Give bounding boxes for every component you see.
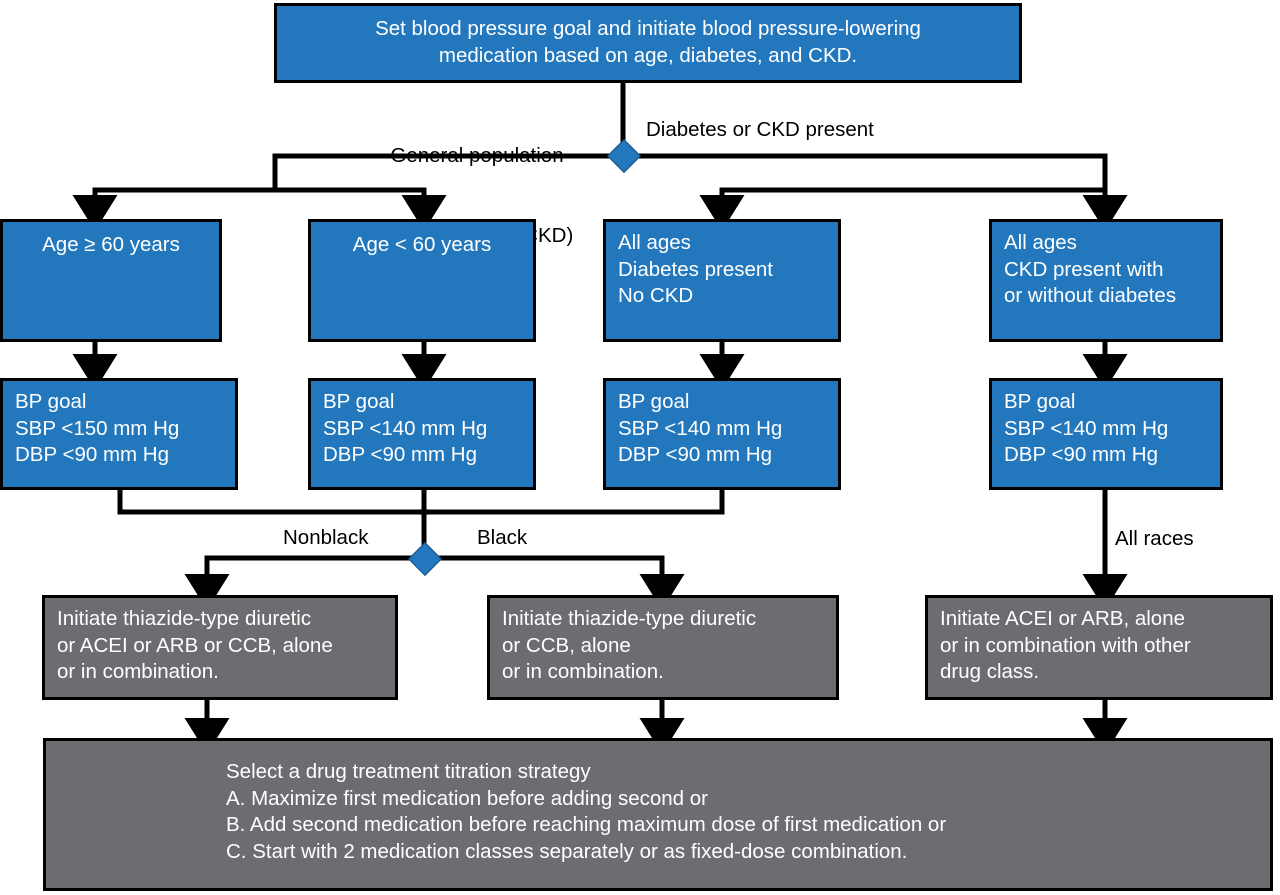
node-bp-goal-3[interactable]: BP goal SBP <140 mm Hg DBP <90 mm Hg (603, 378, 841, 490)
edge-label-diabetes-or-ckd: Diabetes or CKD present (646, 118, 874, 141)
node-all-ages-diabetes[interactable]: All ages Diabetes present No CKD (603, 219, 841, 342)
edge-dmckd-to-all-ages-diabetes (635, 153, 1108, 231)
node-rx-ckd-line-2: or in combination with other (940, 633, 1191, 657)
node-bp-goal-2-line-2: SBP <140 mm Hg (323, 416, 488, 440)
node-age-lt-60-line-1: Age < 60 years (352, 233, 492, 256)
edge-black-to-rx (436, 555, 685, 610)
node-titration-strategy-line-3: B. Add second medication before reaching… (226, 813, 947, 837)
node-titration-strategy-line-1: Select a drug treatment titration strate… (226, 760, 591, 783)
edge-nonblack-to-rx (184, 555, 412, 610)
node-rx-nonblack-line-3: or in combination. (57, 660, 219, 684)
node-bp-goal-4-line-3: DBP <90 mm Hg (1004, 443, 1159, 467)
node-all-ages-ckd-line-3: or without diabetes (1004, 284, 1177, 308)
node-age-ge-60-line-1: Age ≥ 60 years (42, 233, 180, 256)
node-bp-goal-3-line-1: BP goal (618, 390, 690, 413)
node-all-ages-diabetes-line-1: All ages (618, 231, 691, 254)
node-bp-goal-4-line-2: SBP <140 mm Hg (1004, 416, 1169, 440)
edge-label-general-population-line-1: General population (390, 144, 564, 168)
node-rx-ckd-line-1: Initiate ACEI or ARB, alone (940, 607, 1185, 630)
node-set-bp-goal-line-1: Set blood pressure goal and initiate blo… (375, 17, 921, 41)
node-rx-ckd-line-3: drug class. (940, 660, 1040, 684)
decision-diabetes-ckd-diamond[interactable] (607, 139, 641, 173)
node-bp-goal-4[interactable]: BP goal SBP <140 mm Hg DBP <90 mm Hg (989, 378, 1223, 490)
node-rx-black-line-3: or in combination. (502, 660, 664, 684)
edge-label-nonblack: Nonblack (283, 526, 369, 549)
edge-bp-merge-bar (117, 490, 725, 515)
node-all-ages-diabetes-line-3: No CKD (618, 284, 694, 308)
node-titration-strategy[interactable]: Select a drug treatment titration strate… (43, 738, 1273, 891)
node-bp-goal-4-line-1: BP goal (1004, 390, 1076, 413)
node-rx-black[interactable]: Initiate thiazide-type diuretic or CCB, … (487, 595, 839, 700)
node-bp-goal-1[interactable]: BP goal SBP <150 mm Hg DBP <90 mm Hg (0, 378, 238, 490)
node-bp-goal-2[interactable]: BP goal SBP <140 mm Hg DBP <90 mm Hg (308, 378, 536, 490)
node-age-ge-60[interactable]: Age ≥ 60 years (0, 219, 222, 342)
edge-label-all-races: All races (1115, 527, 1194, 550)
node-titration-strategy-line-4: C. Start with 2 medication classes separ… (226, 839, 908, 863)
node-set-bp-goal[interactable]: Set blood pressure goal and initiate blo… (274, 3, 1022, 83)
node-titration-strategy-line-2: A. Maximize first medication before addi… (226, 786, 708, 810)
node-rx-black-line-1: Initiate thiazide-type diuretic (502, 607, 757, 630)
node-rx-nonblack-line-1: Initiate thiazide-type diuretic (57, 607, 312, 630)
node-rx-ckd[interactable]: Initiate ACEI or ARB, alone or in combin… (925, 595, 1273, 700)
node-bp-goal-3-line-3: DBP <90 mm Hg (618, 443, 773, 467)
node-all-ages-ckd[interactable]: All ages CKD present with or without dia… (989, 219, 1223, 342)
node-all-ages-diabetes-line-2: Diabetes present (618, 257, 773, 281)
node-rx-nonblack-line-2: or ACEI or ARB or CCB, alone (57, 633, 333, 657)
node-bp-goal-1-line-3: DBP <90 mm Hg (15, 443, 170, 467)
node-bp-goal-1-line-1: BP goal (15, 390, 87, 413)
node-set-bp-goal-line-2: medication based on age, diabetes, and C… (438, 44, 858, 67)
node-bp-goal-2-line-1: BP goal (323, 390, 395, 413)
edge-label-black: Black (477, 526, 528, 549)
node-bp-goal-2-line-3: DBP <90 mm Hg (323, 443, 478, 467)
node-bp-goal-3-line-2: SBP <140 mm Hg (618, 416, 783, 440)
node-all-ages-ckd-line-2: CKD present with (1004, 257, 1164, 281)
node-rx-black-line-2: or CCB, alone (502, 633, 631, 657)
node-age-lt-60[interactable]: Age < 60 years (308, 219, 536, 342)
node-rx-nonblack[interactable]: Initiate thiazide-type diuretic or ACEI … (42, 595, 398, 700)
node-all-ages-ckd-line-1: All ages (1004, 231, 1077, 254)
decision-race-diamond[interactable] (408, 542, 442, 576)
node-bp-goal-1-line-2: SBP <150 mm Hg (15, 416, 180, 440)
